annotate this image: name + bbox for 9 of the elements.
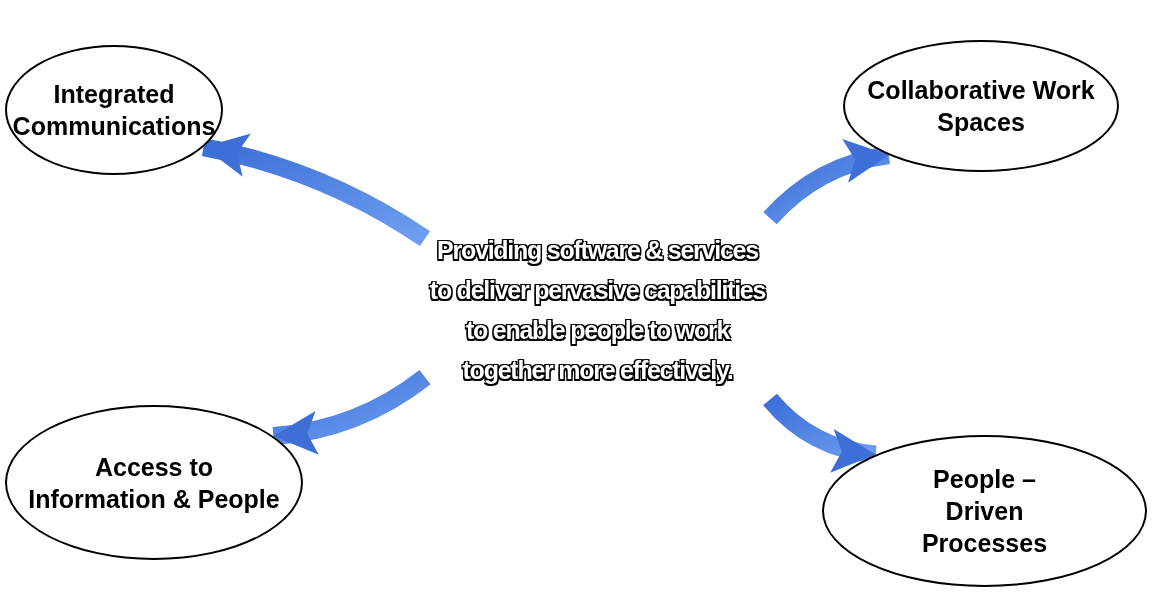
curved-arrow — [763, 393, 877, 472]
node-label: Integrated Communications — [12, 79, 216, 142]
node-label: Access to Information & People — [27, 451, 281, 515]
curved-arrow — [763, 140, 891, 225]
node-label: Collaborative Work Spaces — [866, 75, 1096, 138]
curved-arrow — [201, 134, 430, 247]
node-label: People – Driven Processes — [920, 464, 1049, 559]
curved-arrow — [272, 369, 431, 454]
statement-text: Providing software & services to deliver pervasive capabilities to enable people to work together more effectively. — [427, 235, 768, 388]
